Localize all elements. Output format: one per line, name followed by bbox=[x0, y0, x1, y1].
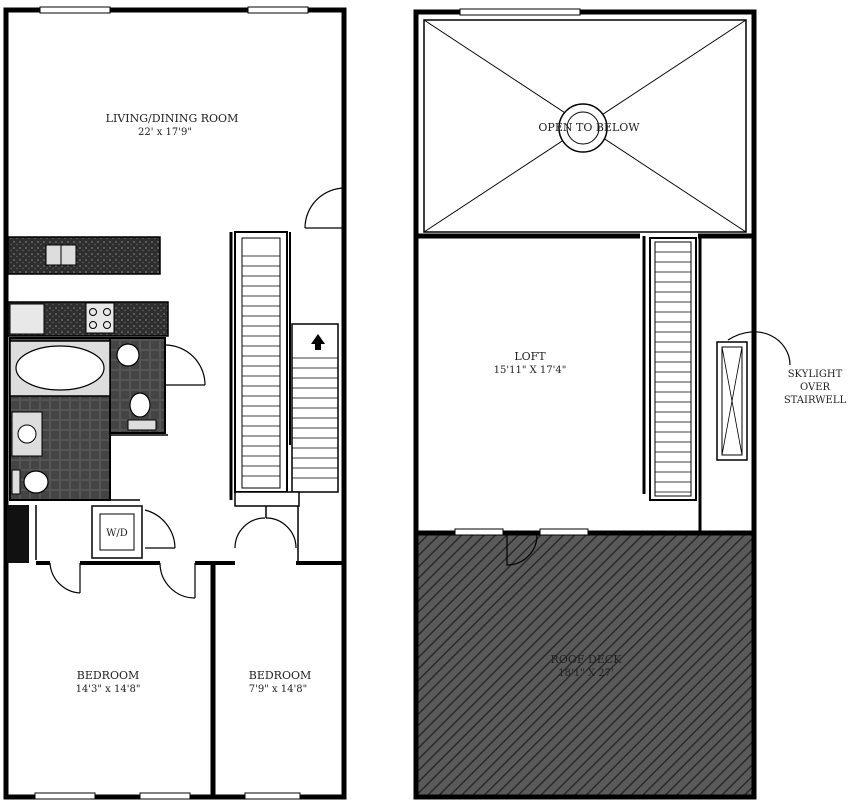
roof-deck-label: ROOF DECK bbox=[551, 653, 623, 666]
stove bbox=[85, 302, 115, 334]
first-floor-stairs bbox=[234, 231, 339, 507]
bedroom-1-label: BEDROOM bbox=[77, 669, 140, 682]
washer-dryer-label: W/D bbox=[106, 528, 128, 539]
bottom-window-2 bbox=[139, 792, 191, 800]
deck-window-right bbox=[539, 528, 589, 536]
first-floor-plan: W/D bbox=[3, 6, 347, 800]
second-floor-plan: OPEN TO BELOW LOFT 15'11" X 17'4" SKYLIG… bbox=[413, 8, 847, 800]
toilet-2 bbox=[129, 392, 151, 418]
stairs-up-arrow-icon bbox=[311, 334, 325, 350]
top-window-left bbox=[39, 6, 111, 14]
bottom-window-3 bbox=[244, 792, 301, 800]
top-window-right bbox=[247, 6, 309, 14]
loft-label: LOFT bbox=[514, 350, 546, 363]
skylight-label-1: SKYLIGHT bbox=[788, 369, 843, 380]
upper-window-top bbox=[459, 8, 581, 16]
roof-deck-size: 18'1" X 27' bbox=[558, 668, 613, 679]
skylight-label-2: OVER bbox=[800, 382, 831, 393]
toilet-1 bbox=[23, 470, 49, 494]
refrigerator bbox=[9, 303, 45, 335]
open-to-below-label: OPEN TO BELOW bbox=[538, 121, 640, 134]
closet-wall-block bbox=[7, 505, 29, 563]
washer-dryer bbox=[99, 513, 135, 551]
bedroom-2-label: BEDROOM bbox=[249, 669, 312, 682]
living-dining-room-size: 22' x 17'9" bbox=[138, 127, 192, 138]
living-dining-room-label: LIVING/DINING ROOM bbox=[106, 112, 239, 125]
second-floor-stairs bbox=[649, 237, 697, 501]
bedroom-2-size: 7'9" x 14'8" bbox=[249, 684, 308, 695]
open-to-below-area bbox=[423, 19, 747, 233]
deck-window-left bbox=[454, 528, 504, 536]
bedroom-1-size: 14'3" x 14'8" bbox=[76, 684, 141, 695]
bathtub-basin bbox=[15, 345, 105, 391]
roof-deck-area bbox=[418, 533, 752, 795]
kitchen-counter-upper bbox=[7, 236, 161, 275]
sink-2 bbox=[116, 343, 140, 367]
second-floor-outer-wall bbox=[413, 9, 757, 800]
bottom-window-1 bbox=[34, 792, 96, 800]
skylight-label-3: STAIRWELL bbox=[784, 395, 847, 406]
loft-size: 15'11" X 17'4" bbox=[494, 365, 567, 376]
